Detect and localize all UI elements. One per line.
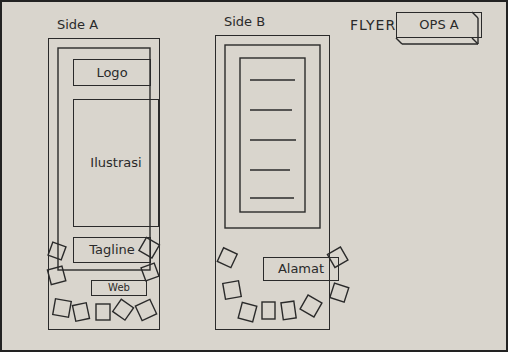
text-block [240, 58, 305, 212]
sheet-label: FLYER [350, 17, 396, 33]
illustration-box: Ilustrasi [73, 99, 159, 227]
scattered-squares [47, 237, 348, 321]
option-box: OPS A [396, 12, 482, 38]
inner-frame [225, 45, 320, 228]
side-heading: Side A [57, 18, 98, 33]
side-heading: Side B [224, 15, 265, 30]
text-lines [250, 80, 296, 198]
box-label: Web [92, 282, 146, 294]
logo-box: Logo [73, 59, 151, 86]
flyer-side: Side BAlamat [215, 35, 330, 330]
box-label: Ilustrasi [74, 156, 158, 171]
tagline-box: Tagline [73, 237, 151, 263]
address-box: Alamat [263, 257, 339, 281]
flyer-side: Side ALogoIlustrasiTaglineWeb [48, 38, 160, 330]
box-label: Tagline [74, 243, 150, 258]
web-box: Web [91, 280, 147, 296]
box-label: Alamat [264, 262, 338, 277]
box-label: OPS A [397, 18, 481, 33]
box-label: Logo [74, 65, 150, 80]
